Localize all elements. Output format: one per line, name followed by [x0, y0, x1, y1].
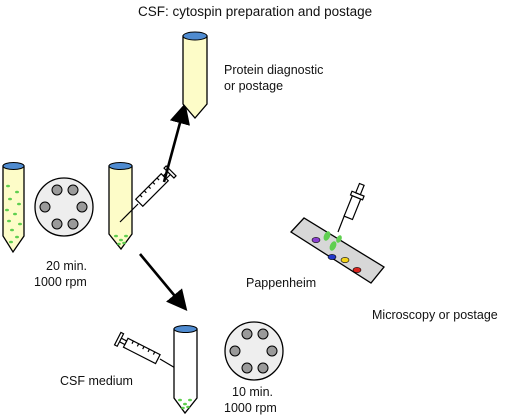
csf-tube-centrifuged — [108, 162, 133, 251]
cell-pellet-bottom — [178, 398, 192, 410]
protein-label-line1: Protein diagnostic — [224, 63, 324, 77]
blue-stain-dot — [327, 254, 337, 260]
stained-slide — [289, 217, 385, 284]
protein-label-line2: or postage — [224, 79, 284, 93]
csf-tube-sample — [2, 162, 25, 254]
arrow-to-protein — [162, 102, 190, 183]
protein-tube — [182, 31, 208, 119]
pappenheim-label: Pappenheim — [246, 276, 317, 290]
csf-medium-tube — [173, 325, 198, 415]
centrifuge2-time-label: 10 min. — [232, 385, 273, 399]
csf-medium-label: CSF medium — [60, 374, 133, 388]
centrifuge1-time-label: 20 min. — [46, 259, 87, 273]
centrifuge-rotor-2 — [224, 321, 284, 381]
centrifuge1-speed-label: 1000 rpm — [34, 275, 87, 289]
centrifuge2-speed-label: 1000 rpm — [224, 401, 277, 415]
stain-dropper — [337, 182, 365, 233]
purple-stain-dot — [311, 237, 321, 243]
syringe-medium — [113, 331, 183, 373]
diagram-title: CSF: cytospin preparation and postage — [138, 4, 373, 19]
centrifuge-rotor-1 — [34, 177, 94, 237]
yellow-stain-dot — [340, 257, 350, 263]
red-stain-dot — [352, 267, 362, 273]
microscopy-label: Microscopy or postage — [372, 308, 498, 322]
cell-clusters — [5, 184, 22, 244]
arrow-to-cytospin — [138, 253, 188, 312]
cell-pellet — [114, 234, 128, 246]
